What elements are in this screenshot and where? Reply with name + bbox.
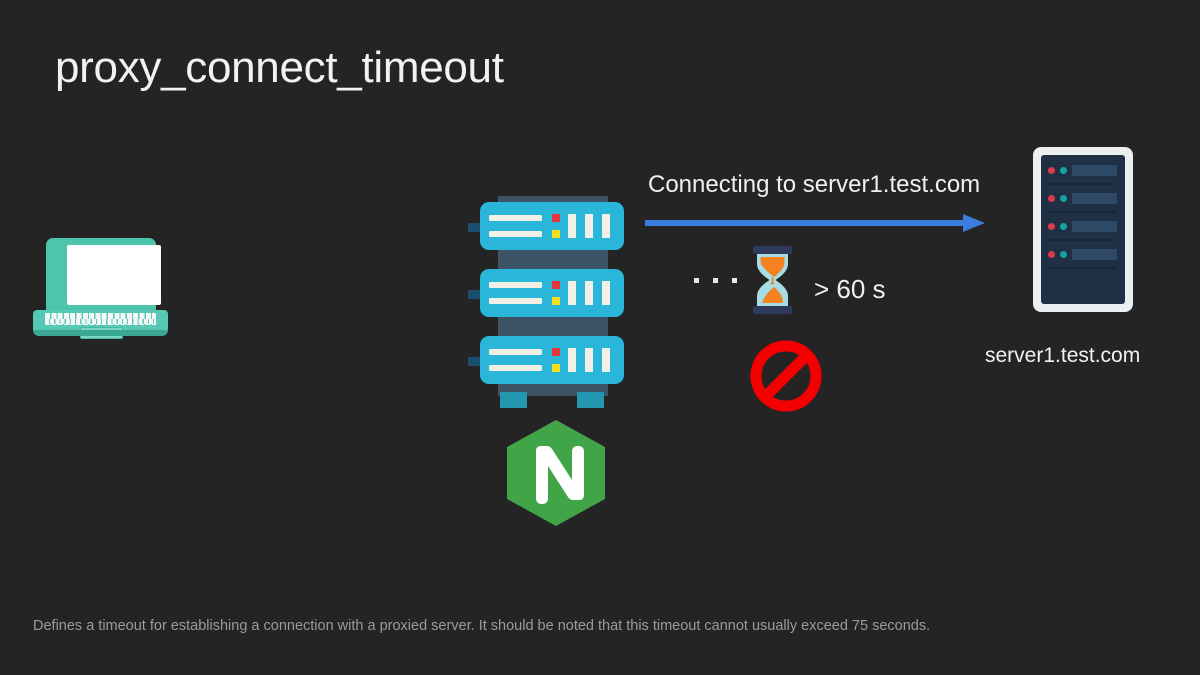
arrow-line: [645, 220, 967, 226]
rack-unit-slot: [602, 348, 610, 372]
hourglass-icon: [753, 246, 792, 314]
laptop-base-shadow: [33, 330, 168, 336]
server-row: [1041, 215, 1125, 239]
rack-tab: [468, 223, 480, 232]
laptop-keyboard-row: [45, 319, 156, 324]
server-frame: [1033, 147, 1133, 312]
connection-arrow-icon: [645, 212, 985, 234]
caption-text: Defines a timeout for establishing a con…: [33, 618, 931, 634]
rack-led-red: [552, 214, 560, 222]
server-led-teal: [1060, 223, 1067, 230]
rack-unit-slot: [568, 214, 576, 238]
rack-tab: [468, 357, 480, 366]
rack-unit-bar: [489, 298, 542, 304]
page-title: proxy_connect_timeout: [55, 43, 504, 92]
waiting-dots: [694, 278, 737, 283]
rack-unit-slot: [585, 214, 593, 238]
rack-unit: [480, 269, 624, 317]
rack-unit-bar: [489, 349, 542, 355]
server-row-bar: [1072, 193, 1117, 204]
server-led-teal: [1060, 251, 1067, 258]
rack-unit-slot: [585, 348, 593, 372]
rack-led-red: [552, 348, 560, 356]
rack-unit: [480, 202, 624, 250]
rack-unit-slot: [568, 348, 576, 372]
rack-unit-slot: [602, 281, 610, 305]
waiting-dot: [732, 278, 737, 283]
server-led-red: [1048, 251, 1055, 258]
rack-led-yellow: [552, 364, 560, 372]
server-row-bar: [1072, 221, 1117, 232]
laptop-icon: [33, 238, 168, 340]
no-entry-icon: [750, 340, 822, 412]
rack-unit-slot: [568, 281, 576, 305]
laptop-screen: [67, 245, 161, 305]
server-divider: [1048, 239, 1117, 241]
rack-foot-right: [577, 392, 604, 408]
rack-unit-bar: [489, 231, 542, 237]
server-row: [1041, 243, 1125, 267]
server-led-red: [1048, 223, 1055, 230]
server-divider: [1048, 211, 1117, 213]
nginx-logo: [507, 420, 605, 526]
arrow-head: [963, 214, 985, 232]
rack-unit: [480, 336, 624, 384]
rack-unit-slot: [602, 214, 610, 238]
rack-led-yellow: [552, 297, 560, 305]
laptop-lid: [46, 238, 161, 312]
rack-unit-bar: [489, 215, 542, 221]
waiting-dot: [713, 278, 718, 283]
server-row-bar: [1072, 249, 1117, 260]
server-divider: [1048, 183, 1117, 185]
server-panel: [1041, 155, 1125, 304]
rack-unit-bar: [489, 365, 542, 371]
rack-tab: [468, 290, 480, 299]
server-led-teal: [1060, 195, 1067, 202]
server-led-red: [1048, 167, 1055, 174]
timeout-value: > 60 s: [814, 274, 886, 304]
rack-led-yellow: [552, 230, 560, 238]
rack-led-red: [552, 281, 560, 289]
rack-foot-left: [500, 392, 527, 408]
server-row: [1041, 159, 1125, 183]
rack-unit-bar: [489, 282, 542, 288]
waiting-dot: [694, 278, 699, 283]
server-row: [1041, 187, 1125, 211]
rack-unit-slot: [585, 281, 593, 305]
server-rack-icon: [468, 196, 630, 411]
server-label: server1.test.com: [985, 344, 1141, 367]
connection-label: Connecting to server1.test.com: [648, 171, 981, 198]
server-row-bar: [1072, 165, 1117, 176]
server-tower-icon: [1033, 147, 1133, 312]
server-divider: [1048, 267, 1117, 269]
server-led-teal: [1060, 167, 1067, 174]
server-led-red: [1048, 195, 1055, 202]
